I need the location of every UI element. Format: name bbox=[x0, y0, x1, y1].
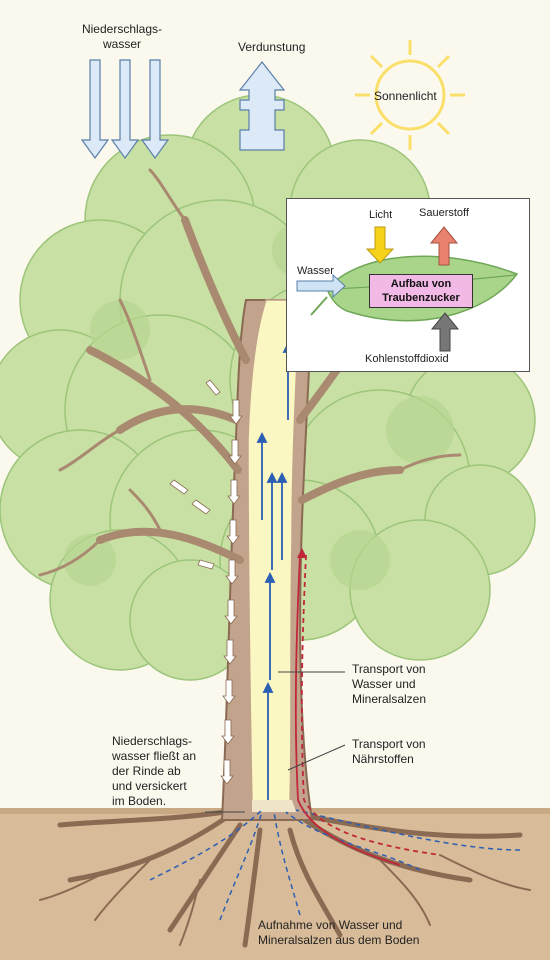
co2-label: Kohlenstoffdioxid bbox=[365, 353, 449, 365]
evaporation-label: Verdunstung bbox=[238, 40, 305, 55]
runoff-label: Niederschlags- wasser fließt an der Rind… bbox=[112, 734, 196, 809]
precipitation-arrows bbox=[82, 60, 168, 158]
transport-water-label: Transport von Wasser und Mineralsalzen bbox=[352, 662, 426, 707]
sunlight-label: Sonnenlicht bbox=[374, 89, 437, 104]
oxygen-label: Sauerstoff bbox=[419, 207, 469, 219]
light-arrow bbox=[367, 227, 393, 263]
light-label: Licht bbox=[369, 209, 392, 221]
precipitation-label: Niederschlags- wasser bbox=[72, 22, 172, 52]
water-label: Wasser bbox=[297, 265, 334, 277]
glucose-synthesis-box: Aufbau von Traubenzucker bbox=[369, 274, 473, 308]
evaporation-arrow bbox=[240, 62, 284, 150]
transport-nutrients-label: Transport von Nährstoffen bbox=[352, 737, 426, 767]
uptake-label: Aufnahme von Wasser und Mineralsalzen au… bbox=[258, 918, 419, 948]
